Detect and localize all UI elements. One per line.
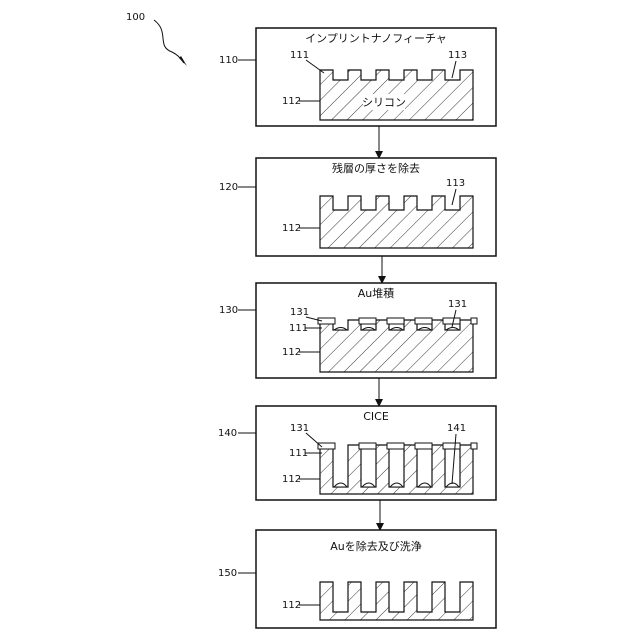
step-number: 120 <box>219 182 238 193</box>
gold-cap <box>471 318 477 324</box>
gold-cap <box>359 443 376 449</box>
gold-cap <box>471 443 477 449</box>
callout-112: 112 <box>282 347 301 358</box>
gold-cap <box>387 443 404 449</box>
step-number: 130 <box>219 305 238 316</box>
step-number: 140 <box>218 428 237 439</box>
step-110: インプリントナノフィーチャ 110 シリコン 111 113 112 <box>219 28 496 126</box>
callout-131-left: 131 <box>290 307 309 318</box>
callout-112: 112 <box>282 474 301 485</box>
callout-112: 112 <box>282 600 301 611</box>
step-title: 残層の厚さを除去 <box>332 161 420 175</box>
material-label: シリコン <box>362 96 406 109</box>
gold-cap <box>415 318 432 324</box>
step-title: Au堆積 <box>358 286 395 300</box>
step-140: CICE 140 131 141 111 112 <box>218 406 496 500</box>
step-title: Auを除去及び洗浄 <box>330 539 422 553</box>
callout-113: 113 <box>446 178 465 189</box>
figure-label: 100 <box>126 12 145 23</box>
gold-cap <box>443 443 460 449</box>
step-120: 残層の厚さを除去 120 113 112 <box>219 158 496 256</box>
callout-112: 112 <box>282 223 301 234</box>
gold-cap <box>359 318 376 324</box>
callout-131: 131 <box>290 423 309 434</box>
figure-leader-line <box>154 20 184 63</box>
callout-111: 111 <box>290 50 309 61</box>
step-title: インプリントナノフィーチャ <box>305 32 447 45</box>
gold-cap <box>415 443 432 449</box>
callout-113: 113 <box>448 50 467 61</box>
callout-141: 141 <box>447 423 466 434</box>
step-title: CICE <box>363 410 389 423</box>
gold-cap <box>443 318 460 324</box>
callout-112: 112 <box>282 96 301 107</box>
step-number: 150 <box>218 568 237 579</box>
figure-arrowhead <box>179 56 187 66</box>
step-150: Auを除去及び洗浄 150 112 <box>218 530 496 628</box>
step-number: 110 <box>219 55 238 66</box>
gold-cap <box>387 318 404 324</box>
callout-131-right: 131 <box>448 299 467 310</box>
step-130: Au堆積 130 131 131 111 112 <box>219 283 496 378</box>
